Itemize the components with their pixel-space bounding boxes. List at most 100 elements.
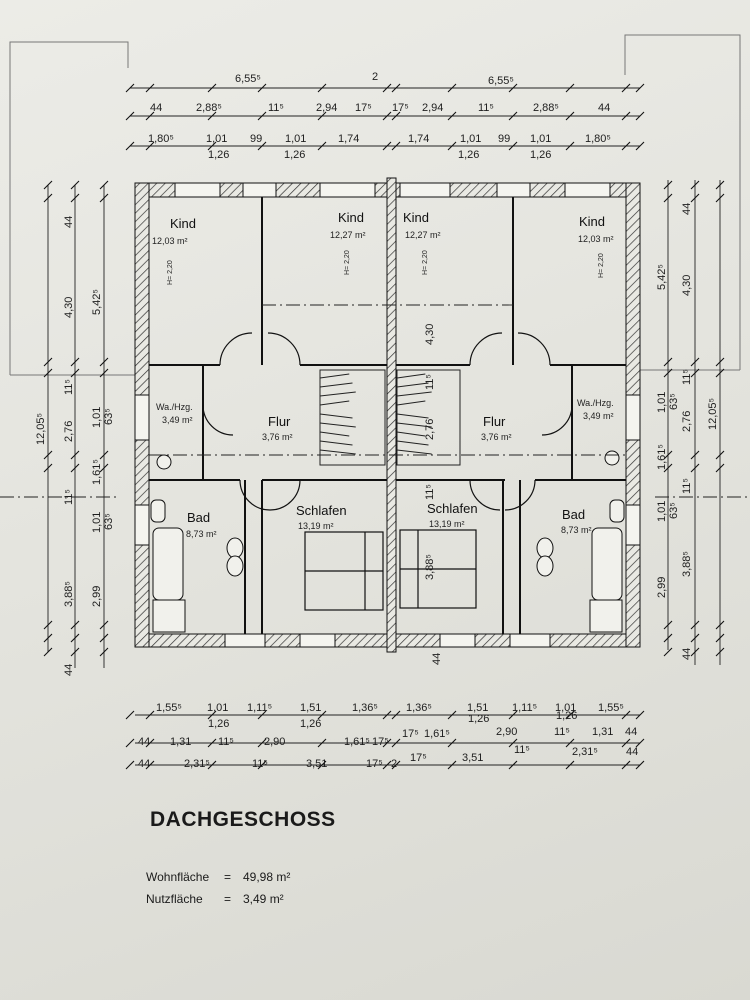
boiler-left: [156, 454, 172, 470]
dim-tick: [99, 450, 109, 460]
wohnflaeche-eq: =: [224, 870, 232, 884]
bathtub-right: [591, 527, 623, 601]
dim-tick: [621, 111, 631, 121]
room-labels: Kind 12,03 m² Kind 12,27 m² Kind 12,27 m…: [152, 210, 614, 539]
dim-right-b-2: 63⁵: [668, 393, 680, 410]
room-area-schlafen-1: 13,19 m²: [298, 521, 334, 531]
room-area-wa-2: 3,49 m²: [583, 411, 614, 421]
shower-left: [152, 599, 186, 633]
stair-step: [319, 440, 353, 446]
dim-tick: [690, 463, 700, 473]
dim-top-r1-0: 6,55⁵: [235, 73, 261, 85]
toilet-right: [609, 499, 625, 523]
dim-tick: [382, 760, 392, 770]
dim-tick: [565, 760, 575, 770]
dim-tick: [207, 738, 217, 748]
dim-inner-2: 11⁵: [424, 374, 436, 390]
dim-tick: [508, 738, 518, 748]
dim-bot-r3-3: 3,51: [306, 758, 327, 770]
dim-left-b-2: 63⁵: [103, 408, 115, 425]
dim-tick: [635, 83, 645, 93]
dim-tick: [508, 83, 518, 93]
dim-right-b-5: 63⁵: [668, 502, 680, 519]
nutzflaeche-eq: =: [224, 892, 232, 906]
dim-inner-5: 44: [431, 653, 443, 665]
room-area-bad-1: 8,73 m²: [186, 529, 217, 539]
dim-top-sub-3: 1,26: [530, 149, 551, 161]
dim-tick: [508, 760, 518, 770]
dimension-ticks: [43, 83, 725, 770]
stair-step: [319, 400, 350, 406]
dim-top-r1-1: 2: [372, 71, 378, 83]
stair-step: [396, 400, 426, 406]
dim-tick: [663, 193, 673, 203]
dim-bot-r1-0: 1,55⁵: [156, 702, 182, 714]
stair-step: [396, 391, 432, 397]
dim-tick: [99, 647, 109, 657]
dim-tick: [317, 111, 327, 121]
dim-top-r2-0: 44: [150, 102, 162, 114]
dim-tick: [125, 83, 135, 93]
room-name-wa-2: Wa./Hzg.: [577, 398, 614, 408]
dim-tick: [257, 111, 267, 121]
stair-outline-0: [319, 369, 386, 466]
dim-bot-r1-6: 1,51: [467, 702, 488, 714]
dim-tick: [621, 141, 631, 151]
dim-tick: [207, 760, 217, 770]
dim-bot-r3-5: 2: [391, 758, 397, 770]
dim-bot-r3-10: 44: [626, 746, 638, 758]
section-lines: [0, 304, 750, 498]
dim-tick: [145, 141, 155, 151]
stair-step: [396, 449, 432, 455]
dim-tick: [257, 141, 267, 151]
dim-bot-r1-2: 1,11⁵: [247, 702, 272, 714]
dim-right-a-2: 11⁵: [681, 369, 693, 385]
dim-left-a-0: 44: [63, 216, 75, 228]
dim-top-r2-8: 2,88⁵: [533, 102, 559, 114]
dim-tick: [43, 633, 53, 643]
dim-tick: [43, 620, 53, 630]
washbasin-left-a: [226, 537, 244, 559]
dim-tick: [70, 620, 80, 630]
dim-tick: [621, 738, 631, 748]
dim-tick: [565, 83, 575, 93]
plan-title: DACHGESCHOSS: [150, 808, 336, 831]
dim-tick: [70, 193, 80, 203]
dim-bot-r2-9: 11⁵: [554, 726, 570, 738]
stair-step: [319, 373, 350, 379]
dim-right-a-4: 11⁵: [681, 478, 693, 494]
dim-tick: [257, 710, 267, 720]
wohnflaeche-value: 49,98 m²: [243, 870, 291, 884]
dim-bot-r2-4: 1,61⁵: [344, 736, 370, 748]
dim-right-b-6: 2,99: [656, 577, 668, 598]
dim-tick: [125, 760, 135, 770]
dim-tick: [635, 760, 645, 770]
dim-bot-r1-8: 1,01: [555, 702, 576, 714]
dim-tick: [447, 710, 457, 720]
dim-tick: [447, 141, 457, 151]
dim-right-a-6: 44: [681, 648, 693, 660]
dim-left-a-6: 44: [63, 664, 75, 676]
dim-tick: [317, 710, 327, 720]
dim-tick: [382, 738, 392, 748]
dim-bot-r3-0: 44: [138, 758, 150, 770]
dim-tick: [715, 357, 725, 367]
dim-left-b-6: 2,99: [91, 586, 103, 607]
nutzflaeche-label: Nutzfläche: [146, 892, 203, 906]
dim-tick: [70, 450, 80, 460]
dim-top-sub-0: 1,26: [208, 149, 229, 161]
room-area-schlafen-2: 13,19 m²: [429, 519, 465, 529]
dim-tick: [715, 647, 725, 657]
dim-top-r3-3: 1,01: [285, 133, 306, 145]
dim-tick: [690, 450, 700, 460]
dim-top-r2-6: 2,94: [422, 102, 443, 114]
stair-step: [319, 431, 350, 437]
toilet-left: [150, 499, 166, 523]
dim-tick: [382, 111, 392, 121]
dim-tick: [690, 193, 700, 203]
dim-tick: [391, 83, 401, 93]
dim-top-r3-8: 1,01: [530, 133, 551, 145]
dim-tick: [621, 83, 631, 93]
dim-tick: [125, 141, 135, 151]
dim-tick: [508, 141, 518, 151]
